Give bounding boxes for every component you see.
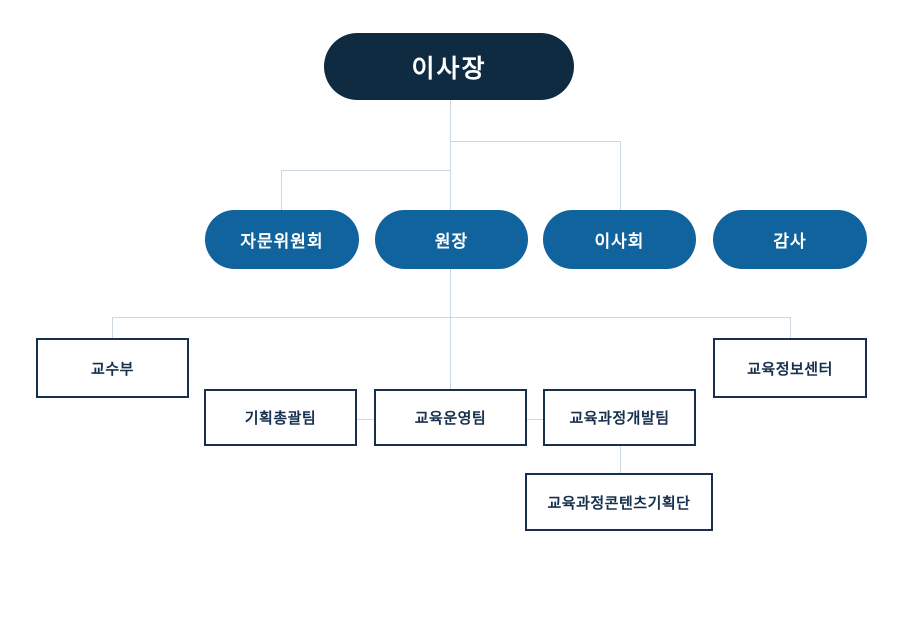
connector-drop-advisory (281, 170, 282, 210)
connector-drop-board (620, 141, 621, 210)
node-curriculum-contents-group: 교육과정콘텐츠기획단 (525, 473, 713, 531)
node-chairman-label: 이사장 (411, 54, 487, 83)
node-board-of-directors-label: 이사회 (594, 232, 645, 251)
connector-rail-advisory (281, 170, 450, 171)
node-planning-team-label: 기획총괄팀 (244, 410, 317, 427)
node-curriculum-dev-team: 교육과정개발팀 (543, 389, 696, 446)
node-faculty-dept: 교수부 (36, 338, 189, 398)
connector-rail-board (450, 141, 621, 142)
node-curriculum-contents-group-label: 교육과정콘텐츠기획단 (547, 494, 691, 512)
node-auditor: 감사 (713, 210, 867, 269)
node-board-of-directors: 이사회 (543, 210, 696, 269)
node-auditor-label: 감사 (773, 232, 807, 251)
connector-drop-faculty (112, 317, 113, 339)
node-curriculum-dev-team-label: 교육과정개발팀 (569, 410, 670, 427)
node-advisory-committee: 자문위원회 (205, 210, 359, 269)
node-edu-operations-team: 교육운영팀 (374, 389, 527, 446)
node-director-label: 원장 (434, 232, 469, 251)
node-planning-team: 기획총괄팀 (204, 389, 357, 446)
node-advisory-committee-label: 자문위원회 (240, 232, 324, 251)
connector-link-operations-curriculum (527, 419, 543, 420)
connector-link-planning-operations (357, 419, 374, 420)
node-edu-operations-team-label: 교육운영팀 (414, 410, 487, 427)
connector-drop-contents-group (620, 446, 621, 473)
connector-root-vertical (450, 100, 451, 210)
connector-rail-level3 (112, 317, 790, 318)
node-chairman: 이사장 (324, 33, 574, 100)
node-edu-info-center-label: 교육정보센터 (747, 360, 833, 378)
node-faculty-dept-label: 교수부 (91, 360, 134, 378)
node-edu-info-center: 교육정보센터 (713, 338, 867, 398)
connector-director-vertical (450, 269, 451, 389)
connector-drop-info-center (790, 317, 791, 338)
node-director: 원장 (375, 210, 528, 269)
